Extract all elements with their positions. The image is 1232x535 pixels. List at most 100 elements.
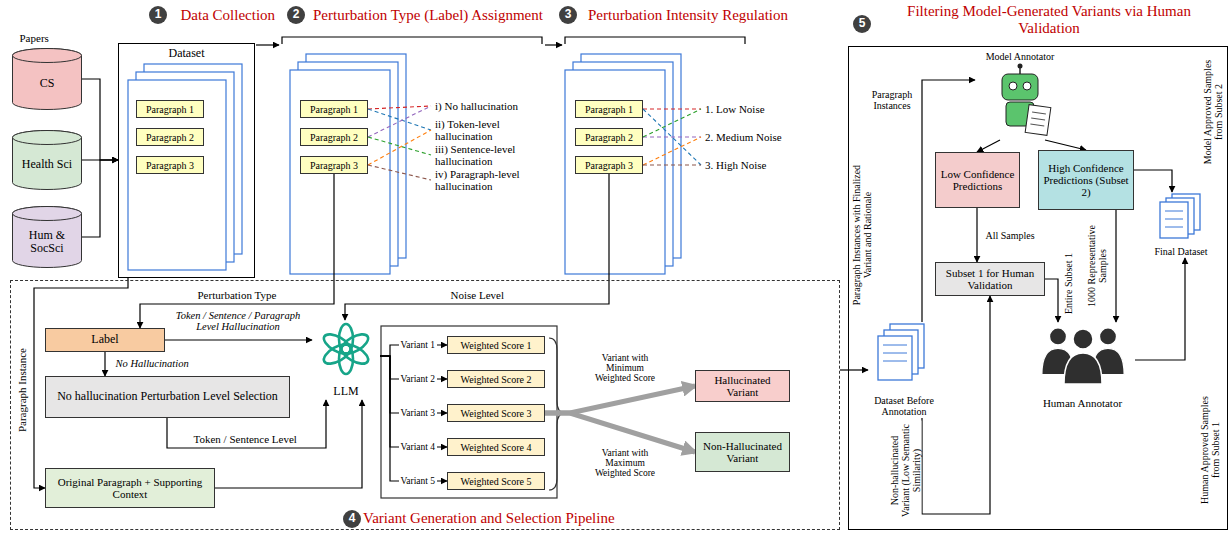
node-text: Paragraph 2	[146, 132, 194, 143]
database-cylinder: Health Sci	[12, 130, 82, 190]
connector	[1134, 170, 1172, 192]
bracket	[565, 37, 745, 44]
node-text: Human Annotator	[1043, 397, 1122, 409]
node-text: Weighted Score 5	[461, 476, 532, 487]
page	[290, 70, 390, 274]
output-box: Hallucinated Variant	[695, 370, 790, 402]
paragraph-box: Paragraph 1	[300, 100, 368, 118]
dashed-line	[643, 109, 701, 165]
callout-number: 2	[287, 6, 305, 24]
score-box: Weighted Score 3	[447, 404, 545, 422]
node-text: Weighted Score 3	[461, 408, 532, 419]
person-head	[1050, 328, 1067, 345]
node-text: Paragraph 1	[146, 104, 194, 115]
edge-label: Token / Sentence / Paragraph Level Hallu…	[168, 310, 308, 333]
text-line	[883, 345, 907, 346]
connector	[345, 174, 609, 320]
group-label: Papers	[20, 32, 49, 44]
edge-label: Variant 4	[399, 442, 438, 452]
score-box: Weighted Score 4	[447, 438, 545, 456]
score-box: Weighted Score 5	[447, 472, 545, 490]
robot-eye	[1023, 82, 1031, 90]
noise-level: 2. Medium Noise	[705, 131, 795, 143]
dashed-line	[368, 165, 431, 180]
label-type: iii) Sentence-level hallucination	[435, 143, 547, 167]
connector	[380, 356, 447, 481]
llm-icon: LLM	[312, 320, 380, 400]
text-line	[1165, 219, 1183, 220]
node-text: Non-Hallucinated Variant	[699, 440, 786, 464]
node-text: Original Paragraph + Supporting Context	[49, 476, 211, 500]
edge-label: Variant with Minimum Weighted Score	[589, 353, 661, 384]
cylinder-top	[13, 49, 82, 63]
node-text: High Confidence Predictions (Subset 2)	[1042, 162, 1130, 198]
dashed-line	[643, 164, 701, 165]
edge-label: Variant 5	[399, 476, 438, 486]
node-text: Paragraph 1	[310, 104, 358, 115]
connector	[165, 339, 312, 340]
dashed-line	[368, 106, 431, 137]
filter-region: Filtering Model-Generated Variants via H…	[848, 46, 1228, 530]
node-text: Variant Generation and Selection Pipelin…	[363, 510, 615, 527]
arrow	[545, 44, 562, 45]
node-illustration	[975, 50, 1065, 140]
document-stack	[565, 54, 681, 274]
paragraph-box: Paragraph 3	[575, 156, 643, 174]
cylinder-top	[13, 131, 82, 145]
node-text: Weighted Score 2	[461, 374, 532, 385]
node-text: Filtering Model-Generated Variants via H…	[879, 3, 1219, 36]
callout-number: 5	[853, 15, 871, 33]
process-box: Low Confidence Predictions	[935, 152, 1020, 208]
selection-arrow	[545, 386, 695, 413]
node-text: Paragraph 1	[585, 104, 633, 115]
page	[1160, 202, 1188, 238]
connector	[840, 369, 868, 370]
node-text: Paragraph 3	[310, 160, 358, 171]
callout-number: 4	[343, 510, 361, 528]
paper-line	[1032, 112, 1046, 114]
process-box: Label	[45, 328, 165, 352]
edge-label: Model Approved Samples from Subset 2	[1201, 50, 1223, 175]
node-text: Weighted Score 4	[461, 442, 532, 453]
edge-label: 1000 Representative Samples	[1086, 216, 1108, 316]
edge-label: Variant 3	[399, 408, 438, 418]
edge-label: Token / Sentence Level	[192, 433, 299, 445]
robot-eye	[1009, 82, 1017, 90]
node-text: Health Sci	[22, 158, 72, 171]
edge-label: No Hallucination	[114, 358, 191, 370]
dashed-line	[643, 108, 701, 109]
robot-paper	[1025, 105, 1051, 136]
edge-label: Variant 1	[399, 340, 438, 350]
dataset-box: DatasetParagraph 1 Paragraph 2 Paragraph 3	[118, 43, 255, 278]
connector	[82, 160, 118, 237]
page	[128, 80, 226, 270]
callout-number: 1	[149, 6, 167, 24]
person-head	[1073, 329, 1093, 349]
connector	[140, 174, 334, 328]
edge-label: Paragraph Instances	[867, 89, 917, 111]
dashed-line	[368, 137, 431, 155]
person-head	[1100, 328, 1117, 345]
document-stack	[290, 54, 406, 274]
connector	[104, 352, 105, 376]
node-text: Dataset	[169, 47, 205, 60]
page	[565, 70, 665, 274]
edge-label: Human Approved Samples from Subset 1	[1199, 390, 1221, 510]
section-title: Data Collection	[181, 7, 276, 24]
selection-arrow	[545, 413, 695, 452]
antenna-tip	[1018, 64, 1023, 69]
text-line	[1165, 227, 1183, 228]
process-box: Subset 1 for Human Validation	[935, 262, 1045, 296]
node-text: Paragraph 3	[146, 160, 194, 171]
arrow	[256, 44, 279, 45]
paper-line	[1030, 124, 1044, 126]
callout-number: 3	[559, 6, 577, 24]
node-text: Hallucinated Variant	[699, 374, 786, 398]
node-illustration	[1030, 322, 1135, 410]
node-text: Low Confidence Predictions	[939, 168, 1016, 192]
connector	[1115, 210, 1116, 322]
node-text: Paragraph 3	[585, 160, 633, 171]
pipeline-region: Variant Generation and Selection Pipelin…	[10, 280, 840, 530]
node-text: Dataset Before Annotation	[868, 395, 940, 417]
